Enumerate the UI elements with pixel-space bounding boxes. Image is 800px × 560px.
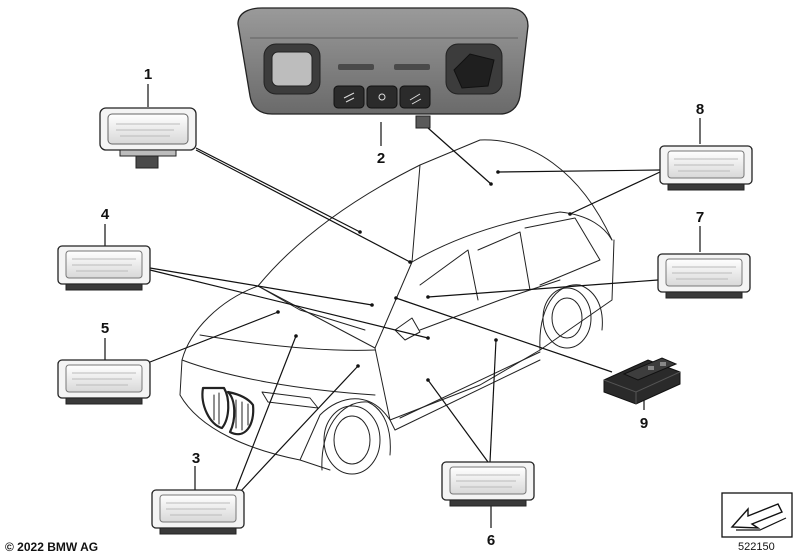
callout-9: 9: [640, 415, 648, 432]
callout-6: 6: [487, 532, 495, 549]
callout-8: 8: [696, 101, 704, 118]
callout-labels: 1 2 3 4 5 6 7 8 9: [101, 66, 704, 549]
vehicle-outline: [179, 139, 615, 475]
interior-light-7: [657, 253, 751, 299]
overhead-console: [237, 7, 529, 129]
diagram-id-text: 522150: [738, 541, 775, 553]
leader-dots: [276, 170, 572, 382]
navigation-arrow-icon: [721, 492, 793, 538]
callout-7: 7: [696, 209, 704, 226]
callout-4: 4: [101, 206, 110, 223]
interior-light-6: [441, 461, 535, 507]
callout-3: 3: [192, 450, 200, 467]
interior-light-1: [99, 107, 197, 169]
sensor-part-9: [603, 357, 681, 405]
callout-5: 5: [101, 320, 109, 337]
interior-light-3: [151, 489, 245, 535]
interior-light-8: [659, 145, 753, 191]
copyright-text: © 2022 BMW AG: [5, 540, 99, 554]
callout-1: 1: [144, 66, 152, 83]
callout-2: 2: [377, 150, 385, 167]
interior-light-5: [57, 359, 151, 405]
interior-light-4: [57, 245, 151, 291]
